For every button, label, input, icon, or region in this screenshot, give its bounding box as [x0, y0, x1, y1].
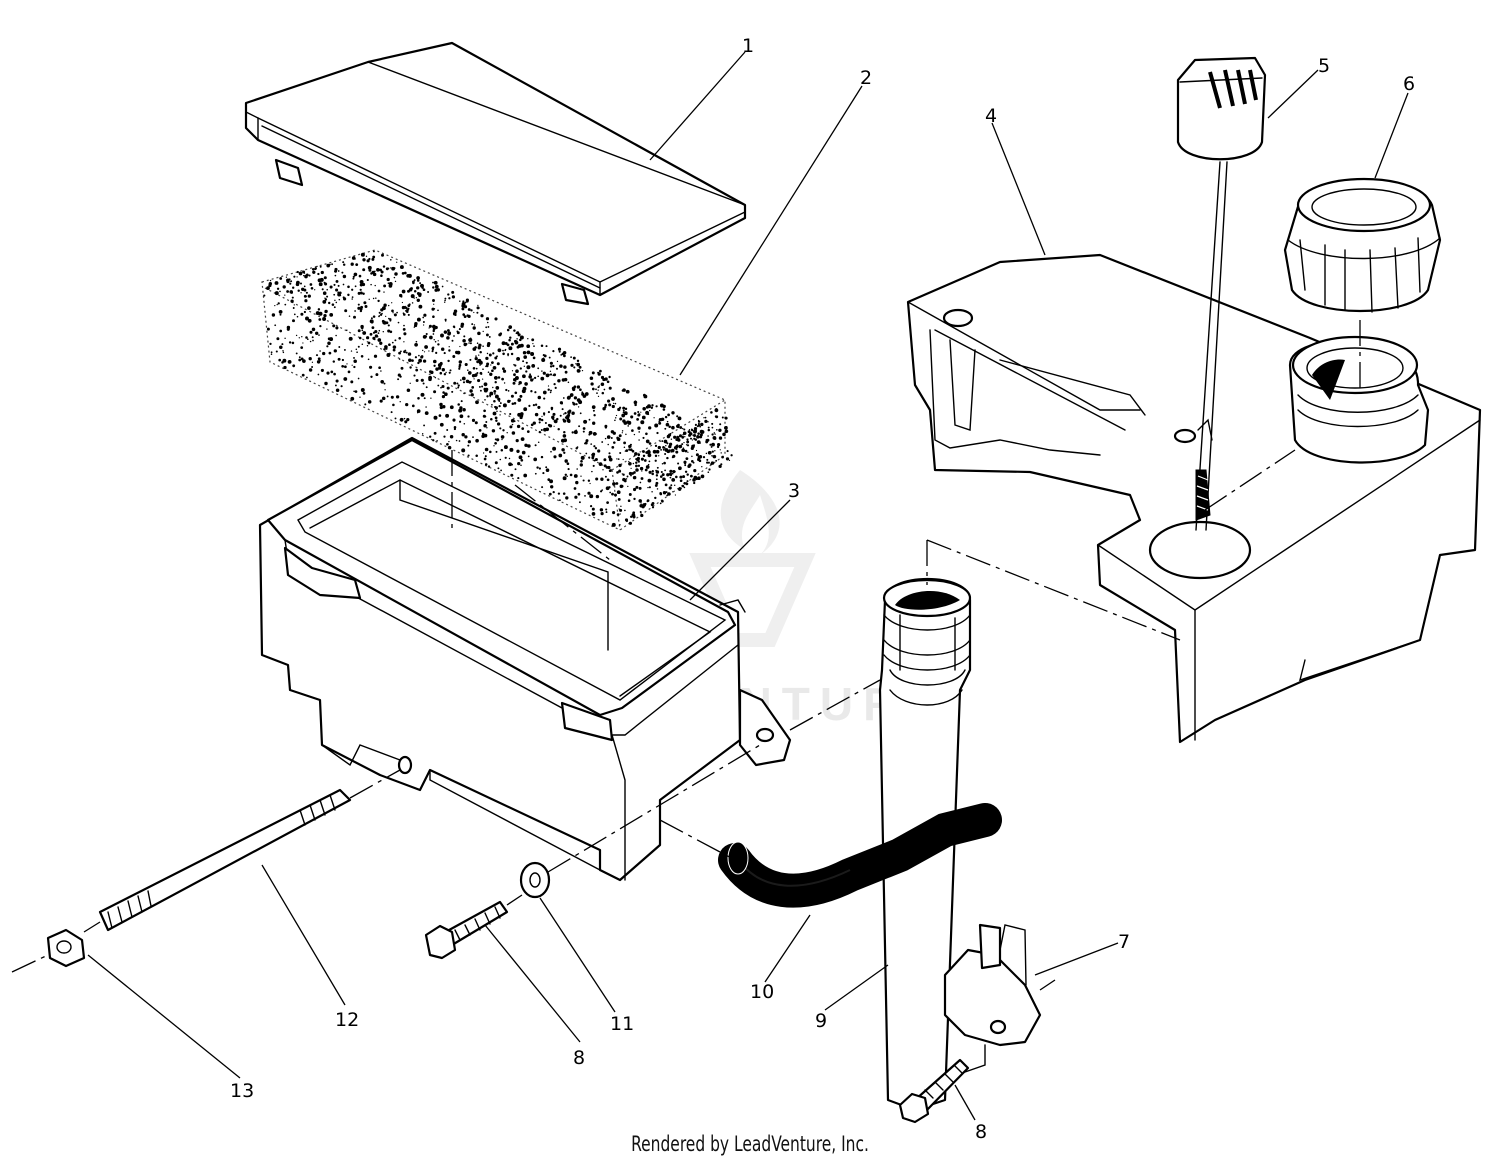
part-8-bolt-b[interactable]	[898, 1058, 970, 1124]
callout-7: 7	[1118, 931, 1130, 953]
part-12-stud[interactable]	[98, 788, 352, 932]
callout-8a: 8	[573, 1047, 585, 1069]
part-4-fuel-tank-housing[interactable]	[906, 253, 1482, 744]
callout-2: 2	[860, 67, 872, 89]
callout-3: 3	[788, 480, 800, 502]
part-5-dipstick[interactable]	[1176, 56, 1267, 531]
leader-lines	[87, 51, 1409, 1121]
callout-4: 4	[985, 105, 997, 127]
callout-13: 13	[230, 1080, 254, 1102]
callout-10: 10	[750, 981, 774, 1003]
callout-12: 12	[335, 1009, 359, 1031]
foam-texture	[263, 250, 733, 527]
part-6-fuel-cap[interactable]	[1283, 177, 1442, 313]
callout-6: 6	[1403, 73, 1415, 95]
part-11-washer[interactable]	[519, 861, 551, 899]
part-8-bolt-a[interactable]	[424, 900, 509, 960]
assembly-lines	[11, 320, 1361, 991]
callout-8b: 8	[975, 1121, 987, 1143]
part-13-nut[interactable]	[46, 928, 86, 968]
part-1-air-filter-cover[interactable]	[244, 41, 747, 306]
part-10-fuel-hose[interactable]	[718, 803, 1002, 908]
callout-9: 9	[815, 1010, 827, 1032]
callout-1: 1	[742, 35, 754, 57]
part-3-air-filter-base[interactable]	[258, 436, 792, 882]
callout-11: 11	[610, 1013, 634, 1035]
callout-5: 5	[1318, 55, 1330, 77]
render-credit: Rendered by LeadVenture, Inc.	[631, 1132, 869, 1156]
part-2-foam-filter-element[interactable]	[261, 249, 733, 531]
callout-labels: 1 2 3 4 5 6 7 8 8 9 10 11 12 13	[230, 35, 1415, 1143]
